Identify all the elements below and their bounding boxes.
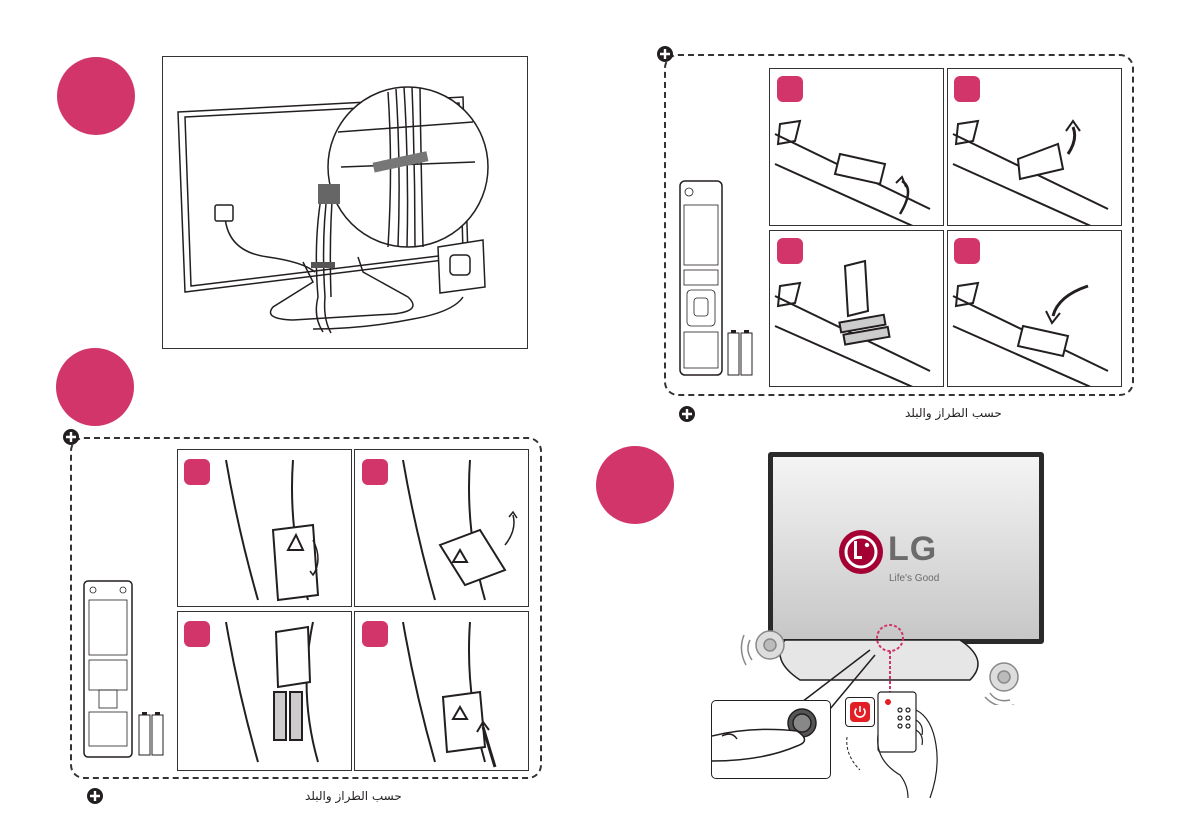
sub-step-marker — [954, 238, 980, 264]
tv-back-icon — [163, 57, 528, 349]
slogan-text: Life's Good — [889, 573, 939, 584]
model-country-note: حسب الطراز والبلد — [305, 789, 402, 803]
brand-text: LG — [888, 530, 937, 569]
step-marker-power — [596, 446, 674, 524]
plus-icon — [678, 405, 696, 423]
plus-icon — [62, 428, 80, 446]
sub-step-marker — [777, 238, 803, 264]
sub-step-marker — [362, 621, 388, 647]
sub-step-marker — [954, 76, 980, 102]
plus-icon — [656, 45, 674, 63]
lg-logo-icon — [838, 529, 884, 575]
plus-icon — [86, 787, 104, 805]
motion-hint-icon — [845, 735, 875, 775]
remote-control-icon — [83, 580, 133, 758]
hand-icon — [712, 701, 830, 778]
cable-management-illustration — [162, 56, 528, 349]
step-marker-cable — [57, 57, 135, 135]
step-marker-batteries — [56, 348, 134, 426]
model-country-note: حسب الطراز والبلد — [905, 406, 1002, 420]
speaker-icon — [982, 655, 1032, 705]
sub-step-marker — [362, 459, 388, 485]
battery-icon — [138, 712, 164, 756]
sub-step-marker — [777, 76, 803, 102]
remote-control-icon — [679, 180, 723, 376]
sub-step-marker — [184, 621, 210, 647]
power-button-zoom — [711, 700, 831, 779]
battery-icon — [727, 330, 753, 376]
speaker-icon — [740, 625, 790, 671]
sub-step-marker — [184, 459, 210, 485]
